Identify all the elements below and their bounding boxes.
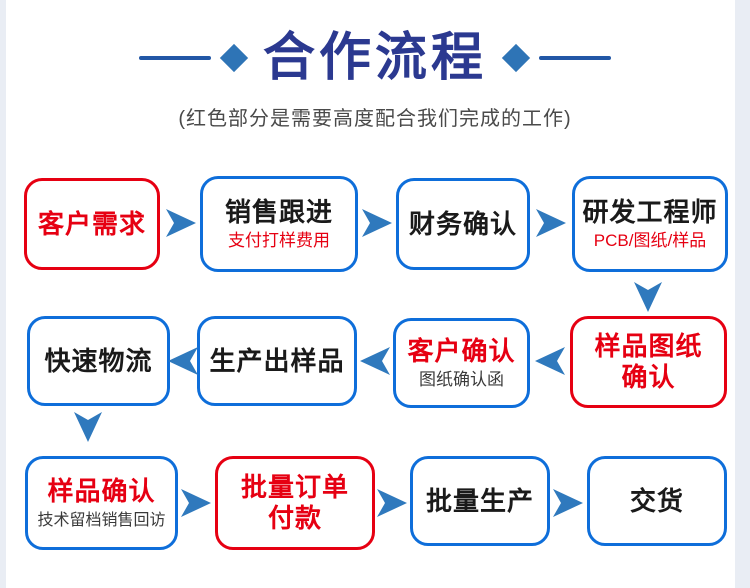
divider-line-right xyxy=(539,56,611,60)
step-title: 交货 xyxy=(629,485,684,516)
step-title: 样品图纸 确认 xyxy=(594,331,703,392)
arrow-right-icon xyxy=(376,489,408,517)
step-customer-demand: 客户需求 xyxy=(24,178,160,270)
step-finance-confirm: 财务确认 xyxy=(396,178,530,270)
step-mass-production: 批量生产 xyxy=(410,456,550,546)
arrow-right-icon xyxy=(180,489,212,517)
arrow-right-icon xyxy=(535,209,567,237)
step-title: 批量生产 xyxy=(425,485,534,516)
step-subtitle: 技术留档销售回访 xyxy=(37,512,166,530)
step-title: 生产出样品 xyxy=(209,345,345,376)
step-subtitle: 图纸确认函 xyxy=(419,370,504,390)
step-sales-follow-up: 销售跟进 支付打样费用 xyxy=(200,176,358,272)
step-title: 客户需求 xyxy=(37,208,146,239)
arrow-right-icon xyxy=(165,209,197,237)
page-subtitle: (红色部分是需要高度配合我们完成的工作) xyxy=(178,108,572,130)
step-title: 研发工程师 xyxy=(582,196,718,227)
arrow-down-icon xyxy=(634,281,662,313)
arrow-left-icon xyxy=(359,347,391,375)
step-sample-drawing-confirm: 样品图纸 确认 xyxy=(570,316,727,408)
step-title: 客户确认 xyxy=(407,335,516,366)
step-delivery: 交货 xyxy=(587,456,727,546)
step-title: 销售跟进 xyxy=(224,196,333,227)
step-rd-engineer: 研发工程师 PCB/图纸/样品 xyxy=(572,176,728,272)
arrow-right-icon xyxy=(552,489,584,517)
step-customer-confirm: 客户确认 图纸确认函 xyxy=(393,318,530,408)
arrow-left-icon xyxy=(167,347,199,375)
step-title: 样品确认 xyxy=(47,476,156,507)
step-fast-logistics: 快速物流 xyxy=(27,316,170,406)
page-header: 合作流程 xyxy=(0,26,750,90)
step-title: 财务确认 xyxy=(408,208,517,239)
step-bulk-order-payment: 批量订单 付款 xyxy=(215,456,375,550)
divider-line-left xyxy=(138,56,211,60)
arrow-left-icon xyxy=(534,347,566,375)
diamond-icon-left xyxy=(219,43,249,73)
step-produce-sample: 生产出样品 xyxy=(197,316,357,406)
step-subtitle: 支付打样费用 xyxy=(228,231,330,251)
page-title: 合作流程 xyxy=(262,29,487,87)
step-subtitle: PCB/图纸/样品 xyxy=(593,231,707,251)
step-title: 批量订单 付款 xyxy=(240,472,349,533)
diamond-icon-right xyxy=(501,43,531,73)
step-sample-confirm: 样品确认 技术留档销售回访 xyxy=(25,456,178,550)
arrow-down-icon xyxy=(74,411,102,443)
arrow-right-icon xyxy=(361,209,393,237)
step-title: 快速物流 xyxy=(44,345,153,376)
